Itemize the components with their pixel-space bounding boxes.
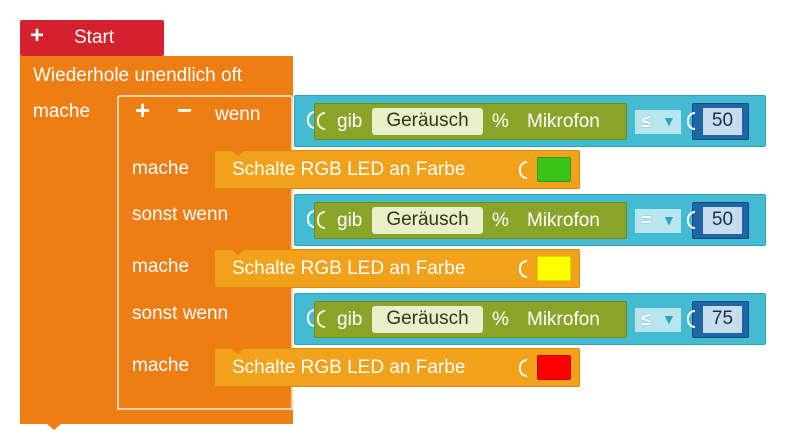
operator-label-2: = [641,210,652,230]
color-swatch-2[interactable] [537,256,571,281]
action-label-3: Schalte RGB LED an Farbe [232,357,466,378]
operator-label-1: ≤ [641,111,651,131]
action-block-1[interactable]: Schalte RGB LED an Farbe [214,150,580,189]
number-value-1[interactable]: 50 [703,108,742,135]
if-minus-icon[interactable]: − [177,95,193,125]
number-block-1[interactable]: 50 [687,103,749,140]
sensor-source-label-2: Mikrofon [527,210,600,231]
color-swatch-1[interactable] [537,157,571,182]
chevron-down-icon: ▼ [662,113,676,129]
number-block-3[interactable]: 75 [687,301,749,338]
sensor-gib-label-3: gib [337,309,363,330]
action-label-1: Schalte RGB LED an Farbe [232,159,466,180]
sensor-type-dropdown-2[interactable]: Geräusch [372,207,483,234]
chevron-down-icon: ▼ [662,311,676,327]
if-mache-label-1: mache [132,158,190,179]
number-value-2[interactable]: 50 [703,207,742,234]
sensor-source-label-3: Mikrofon [527,309,600,330]
sensor-gib-label-1: gib [337,111,363,132]
loop-mache-label: mache [33,101,91,122]
if-mache-label-2: mache [132,256,190,277]
start-block[interactable]: + Start [20,20,164,56]
sensor-percent-label-2: % [492,210,509,231]
if-sonst-wenn-label-2: sonst wenn [132,303,229,324]
sensor-gib-label-2: gib [337,210,363,231]
if-plus-icon[interactable]: + [135,95,151,125]
if-block-bottom [117,392,293,410]
number-value-3[interactable]: 75 [703,306,742,333]
loop-bottom-notch [47,424,61,430]
if-sonst-wenn-label-1: sonst wenn [132,204,229,225]
start-label: Start [74,27,115,48]
number-block-2[interactable]: 50 [687,202,749,239]
start-plus-icon[interactable]: + [30,22,45,49]
action-block-3[interactable]: Schalte RGB LED an Farbe [214,348,580,387]
action-block-2[interactable]: Schalte RGB LED an Farbe [214,249,580,288]
sensor-type-dropdown-3[interactable]: Geräusch [372,306,483,333]
color-swatch-3[interactable] [537,355,571,380]
loop-label: Wiederhole unendlich oft [33,65,243,86]
operator-dropdown-3[interactable]: ≤ ▼ [635,308,681,332]
sensor-source-label-1: Mikrofon [527,111,600,132]
operator-dropdown-2[interactable]: = ▼ [635,209,681,233]
if-mache-label-3: mache [132,355,190,376]
sensor-type-dropdown-1[interactable]: Geräusch [372,108,483,135]
operator-label-3: ≤ [641,309,651,329]
sensor-percent-label-3: % [492,309,509,330]
action-label-2: Schalte RGB LED an Farbe [232,258,466,279]
chevron-down-icon: ▼ [662,212,676,228]
operator-dropdown-1[interactable]: ≤ ▼ [635,110,681,134]
sensor-percent-label-1: % [492,111,509,132]
if-wenn-label: wenn [215,104,261,125]
